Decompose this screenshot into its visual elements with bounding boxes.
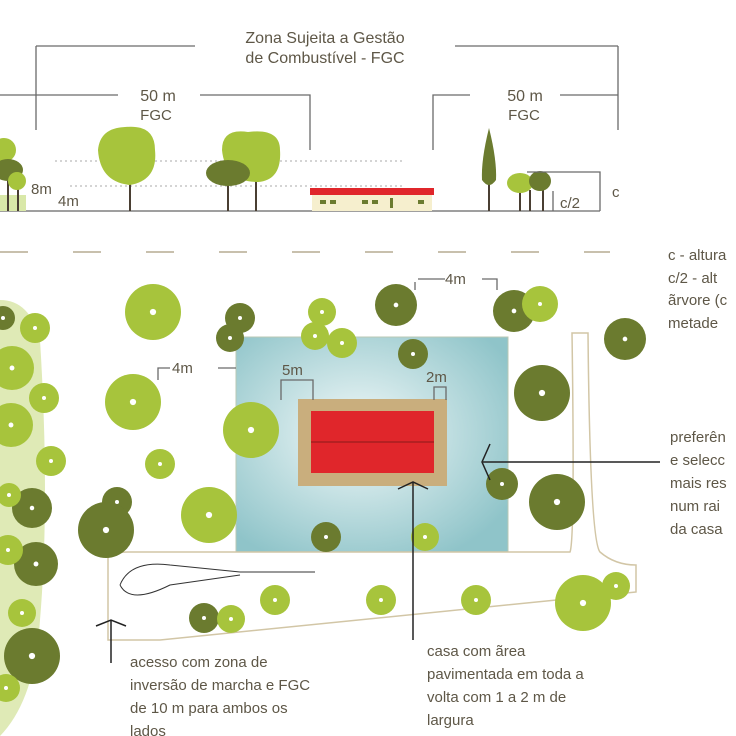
note-line: casa com ãrea: [427, 643, 526, 660]
tree-icon: [125, 284, 181, 340]
tree-icon: [604, 318, 646, 360]
section-trees: [0, 126, 551, 211]
tree-icon: [375, 284, 417, 326]
dim-4m-left: [157, 367, 236, 380]
note-line: e selecc: [670, 452, 726, 469]
note-line: volta com 1 a 2 m de: [427, 689, 566, 706]
legend-right: c - altura c/2 - alt ãrvore (c metade: [668, 247, 728, 332]
note-line: inversão de marcha e FGC: [130, 677, 310, 694]
legend-line: ãrvore (c: [668, 292, 728, 309]
plan-trees: [0, 284, 646, 702]
note-house: casa com ãrea pavimentada em toda a volt…: [427, 643, 584, 729]
height-4m-label: 4m: [58, 193, 79, 210]
tree-icon: [20, 313, 50, 343]
turnaround-loop: [119, 563, 315, 596]
note-line: num rai: [670, 498, 720, 515]
tree-icon: [555, 575, 611, 631]
tree-icon: [486, 468, 518, 500]
tree-icon: [0, 674, 20, 702]
tree-icon: [223, 402, 279, 458]
tree-icon: [522, 286, 558, 322]
tree-icon: [461, 585, 491, 615]
height-8m-label: 8m: [31, 181, 52, 198]
tree-icon: [0, 403, 33, 447]
tree-icon: [411, 523, 439, 551]
note-line: largura: [427, 712, 474, 729]
tree-icon: [4, 628, 60, 684]
tree-icon: [78, 502, 134, 558]
zone-title-line1: Zona Sujeita a Gestão: [245, 30, 404, 47]
dim-4m-top-label: 4m: [445, 271, 466, 288]
zone-dimension-line: [35, 45, 619, 130]
note-line: de 10 m para ambos os: [130, 700, 288, 717]
tree-icon: [14, 542, 58, 586]
legend-line: c - altura: [668, 247, 727, 264]
note-line: mais res: [670, 475, 727, 492]
tree-icon: [514, 365, 570, 421]
tree-icon: [36, 446, 66, 476]
dim-4m-top: [414, 278, 498, 290]
label-c: c: [612, 184, 620, 201]
note-access: acesso com zona de inversão de marcha e …: [130, 654, 310, 736]
tree-icon: [0, 535, 23, 565]
tree-icon: [145, 449, 175, 479]
fgc-dimension-lines: [0, 94, 618, 150]
dim-4m-left-label: 4m: [172, 360, 193, 377]
arrow-access: [95, 619, 127, 663]
tree-icon: [398, 339, 428, 369]
left-dim-label: FGC: [140, 107, 172, 124]
note-line: acesso com zona de: [130, 654, 268, 671]
left-dim-value: 50 m: [140, 88, 176, 105]
note-line: da casa: [670, 521, 723, 538]
tree-icon: [0, 306, 15, 330]
legend-line: metade: [668, 315, 718, 332]
dim-5m-label: 5m: [282, 362, 303, 379]
legend-line: c/2 - alt: [668, 270, 718, 287]
dim-5m: [280, 379, 314, 400]
tree-icon: [366, 585, 396, 615]
note-line: pavimentada em toda a: [427, 666, 584, 683]
site-plan: 4m 4m 5m 2m: [0, 271, 660, 736]
tree-icon: [301, 322, 329, 350]
note-clear-zone: preferên e selecc mais res num rai da ca…: [670, 429, 727, 538]
tree-icon: [189, 603, 219, 633]
tree-icon: [308, 298, 336, 326]
tree-icon: [0, 483, 21, 507]
tree-icon: [602, 572, 630, 600]
arrow-clear-zone: [481, 443, 660, 481]
tree-icon: [181, 487, 237, 543]
tree-icon: [327, 328, 357, 358]
right-dim-label: FGC: [508, 107, 540, 124]
zone-title-line2: de Combustível - FGC: [245, 50, 404, 67]
right-dim-value: 50 m: [507, 88, 543, 105]
note-line: preferên: [670, 429, 726, 446]
tree-icon: [260, 585, 290, 615]
c-dimension: [527, 171, 601, 212]
tree-icon: [529, 474, 585, 530]
tree-icon: [216, 324, 244, 352]
tree-icon: [105, 374, 161, 430]
section-house: [310, 188, 434, 211]
elevation-section: Zona Sujeita a Gestão de Combustível - F…: [0, 30, 620, 253]
tree-icon: [217, 605, 245, 633]
dim-2m-label: 2m: [426, 369, 447, 386]
arrow-house: [397, 481, 429, 640]
dim-2m: [433, 386, 447, 400]
tree-icon: [12, 488, 52, 528]
tree-icon: [8, 599, 36, 627]
label-c-half: c/2: [560, 195, 580, 212]
tree-icon: [0, 346, 34, 390]
note-line: lados: [130, 723, 166, 736]
tree-icon: [311, 522, 341, 552]
access-road: [107, 332, 637, 641]
tree-icon: [29, 383, 59, 413]
